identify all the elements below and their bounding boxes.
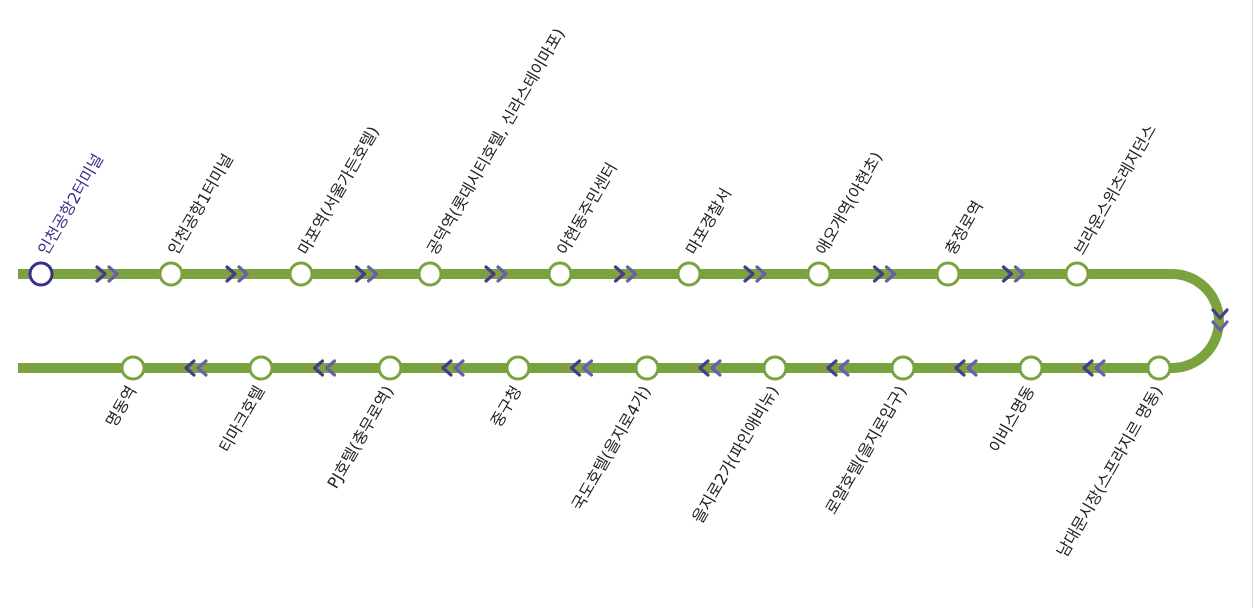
stop-label: 브라운스위츠레지던스 [1070, 121, 1160, 258]
stop-label: 티마크호텔 [215, 383, 268, 456]
stop-marker[interactable] [890, 355, 916, 381]
stop-label: 중구청 [487, 383, 526, 431]
double-chevron-right-icon [743, 265, 767, 283]
stop-marker[interactable] [634, 355, 660, 381]
double-chevron-right-icon [613, 265, 638, 283]
stop-label: 애오개역(아현초) [812, 148, 886, 258]
double-chevron-right-icon [354, 265, 379, 283]
double-chevron-left-icon [698, 359, 722, 377]
stop-marker[interactable] [1064, 261, 1090, 287]
double-chevron-right-icon [484, 265, 508, 283]
double-chevron-left-icon [826, 359, 850, 377]
stop-marker[interactable] [762, 355, 788, 381]
stop-labels: 인천공항2터미널 인천공항1터미널 마포역(서울가든호텔) 공덕역(롯데시티호텔, 신… [34, 25, 1166, 560]
stop-marker[interactable] [935, 261, 961, 287]
double-chevron-left-icon [569, 359, 594, 377]
double-chevron-left-icon [441, 359, 465, 377]
double-chevron-left-icon [312, 359, 337, 377]
stop-marker[interactable] [248, 355, 274, 381]
stop-marker[interactable] [1018, 355, 1044, 381]
double-chevron-right-icon [95, 265, 119, 283]
stop-label: 을지로2가(파인애비뉴) [688, 383, 782, 527]
stop-marker[interactable] [547, 261, 573, 287]
double-chevron-left-icon [184, 359, 208, 377]
stop-marker[interactable] [676, 261, 702, 287]
stop-marker[interactable] [417, 261, 443, 287]
stop-marker[interactable] [505, 355, 531, 381]
stop-label: 마포역(서울가든호텔) [294, 123, 383, 258]
route-track [18, 269, 1224, 373]
stop-marker[interactable] [120, 355, 146, 381]
stop-label: 인천공항1터미널 [164, 150, 237, 258]
stops [28, 261, 1172, 381]
stop-label: 이비스명동 [985, 383, 1038, 456]
stop-label: PJ호텔(충무로역) [323, 383, 397, 492]
double-chevron-right-icon [872, 265, 897, 283]
double-chevron-right-icon [225, 265, 249, 283]
stop-label: 아현동주민센터 [553, 159, 621, 258]
stop-marker[interactable] [806, 261, 832, 287]
stop-label: 인천공항2터미널 [34, 150, 107, 258]
chevron-down-icon [1211, 308, 1229, 332]
double-chevron-left-icon [1082, 359, 1106, 377]
stop-marker[interactable] [288, 261, 314, 287]
stop-label: 충정로역 [941, 197, 987, 258]
double-chevron-right-icon [1001, 265, 1026, 283]
stop-label: 마포경찰서 [682, 185, 735, 258]
stop-label: 국도호텔(을지로4가) [568, 383, 655, 514]
stop-label: 로얄호텔(을지로입구) [822, 383, 911, 518]
stop-marker[interactable] [377, 355, 403, 381]
double-chevron-left-icon [954, 359, 978, 377]
current-stop-marker[interactable] [28, 261, 54, 287]
direction-arrows [95, 265, 1229, 377]
stop-label: 명동역 [102, 383, 141, 431]
route-line [18, 269, 1224, 373]
stop-label: 공덕역(롯데시티호텔, 신라스테이마포) [423, 25, 569, 258]
stop-marker[interactable] [1146, 355, 1172, 381]
stop-label: 남대문시장(스프라지르 명동) [1053, 383, 1167, 561]
stop-marker[interactable] [158, 261, 184, 287]
